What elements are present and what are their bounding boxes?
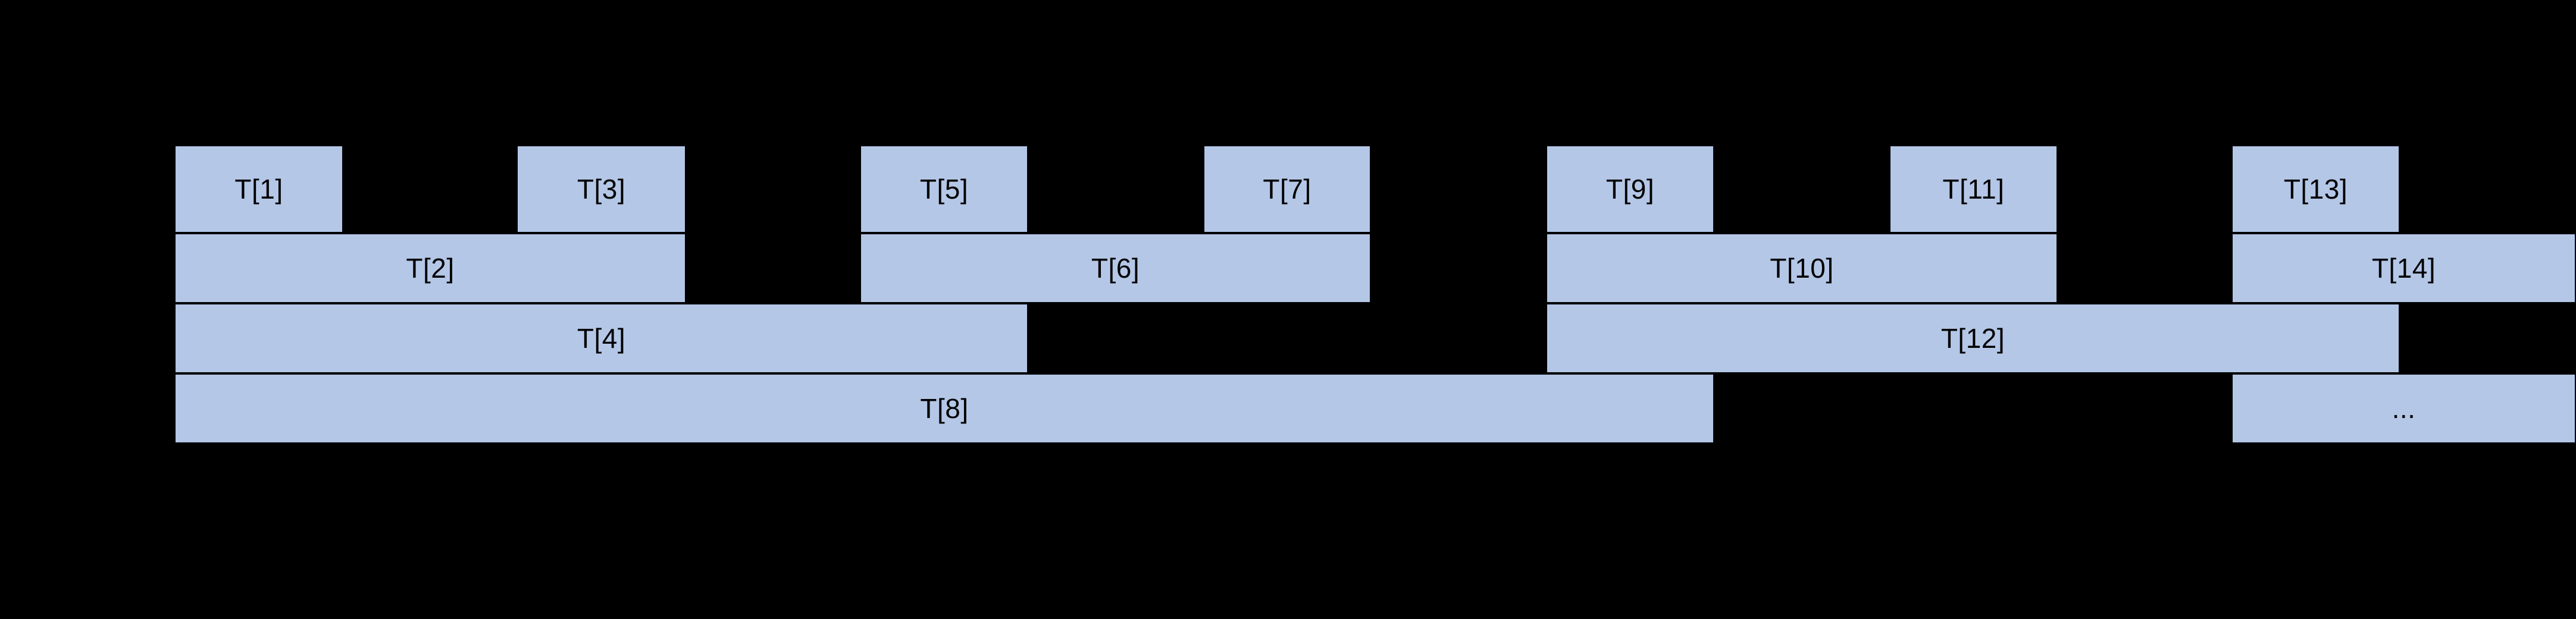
task-block-label: T[1] (234, 174, 283, 205)
task-row-level-1: T[1] T[3] T[5] T[7] T[9] T[11] T[13] (0, 145, 2576, 233)
task-block-label: T[9] (1605, 174, 1655, 205)
task-block-label: T[13] (2283, 174, 2348, 205)
task-block-label: T[3] (577, 174, 626, 205)
task-block: T[3] (517, 145, 686, 233)
task-block: T[1] (174, 145, 343, 233)
task-block: T[6] (860, 233, 1371, 303)
task-block-label: T[4] (577, 323, 626, 354)
task-block-label: T[14] (2371, 253, 2436, 284)
task-block: T[5] (860, 145, 1028, 233)
task-block: T[10] (1546, 233, 2058, 303)
task-block-label: T[7] (1263, 174, 1312, 205)
task-block: T[12] (1546, 303, 2400, 373)
task-block-label: T[11] (1942, 174, 2005, 205)
task-block-label: T[12] (1940, 323, 2005, 354)
task-block: T[4] (174, 303, 1028, 373)
task-block: T[9] (1546, 145, 1714, 233)
task-block-label: T[2] (406, 253, 455, 284)
task-row-level-4: T[8]... (0, 373, 2576, 444)
task-block-label: T[8] (920, 393, 969, 424)
task-block-label: T[6] (1091, 253, 1140, 284)
task-block-label: T[5] (919, 174, 969, 205)
task-block-label: ... (2392, 393, 2416, 424)
task-block: ... (2231, 373, 2576, 444)
task-block: T[11] (1889, 145, 2058, 233)
task-block: T[2] (174, 233, 686, 303)
task-row-level-2: T[2] T[6] T[10] T[14] (0, 233, 2576, 303)
task-block-label: T[10] (1770, 253, 1834, 284)
task-block: T[14] (2231, 233, 2576, 303)
task-block: T[7] (1203, 145, 1371, 233)
task-block: T[8] (174, 373, 1714, 444)
task-block: T[13] (2231, 145, 2400, 233)
task-row-level-3: T[4] T[12] (0, 303, 2576, 373)
